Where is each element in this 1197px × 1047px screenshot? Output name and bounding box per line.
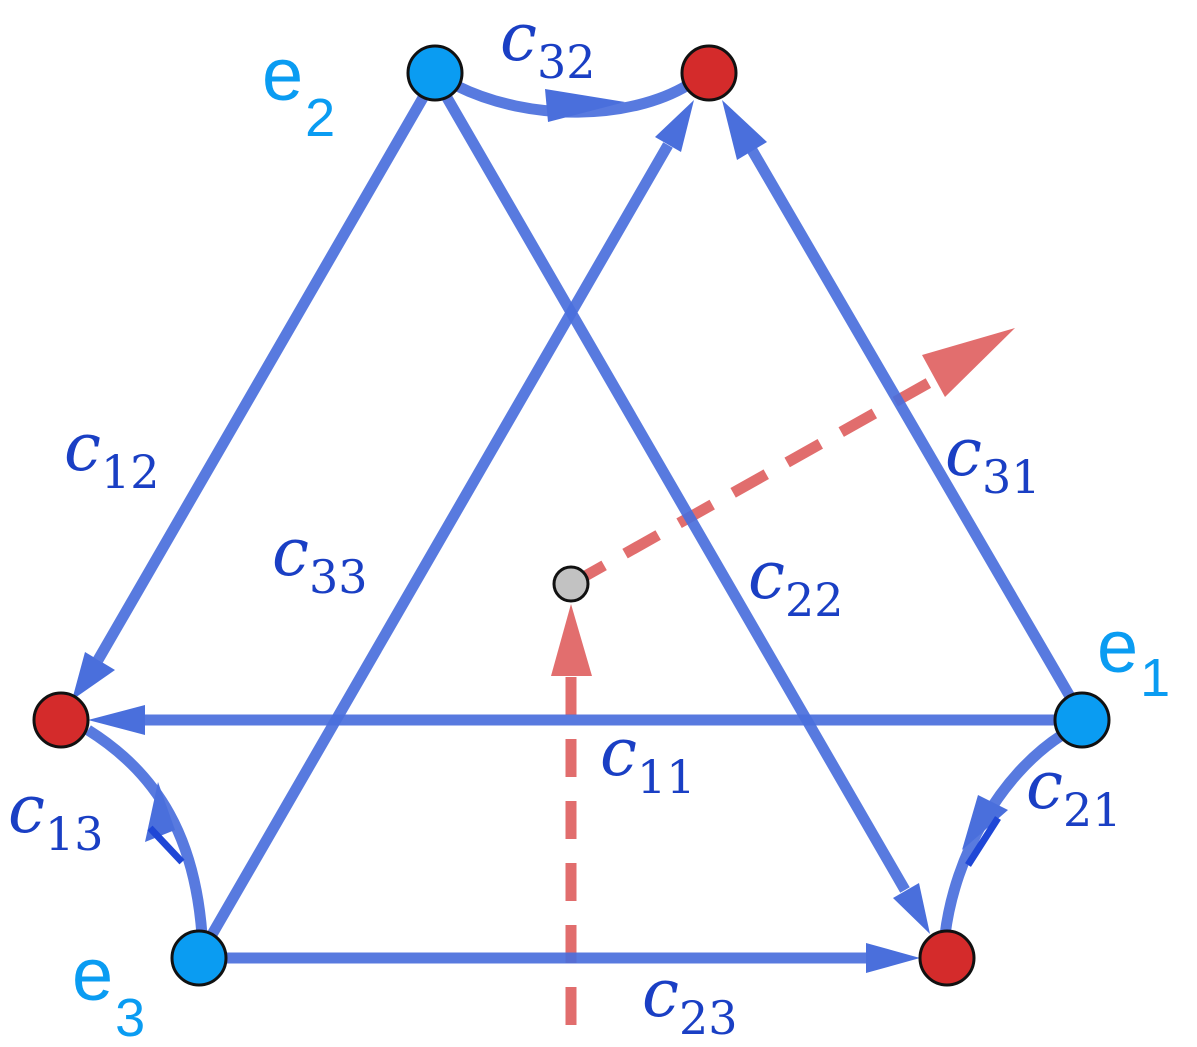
edge-label-c13: c13 [8, 771, 104, 861]
basis-label-e1: e1 [1097, 605, 1170, 708]
edge-label-c32: c32 [500, 0, 596, 89]
edge-label-c12: c12 [64, 409, 160, 499]
edge-c12-arrowhead [72, 652, 115, 700]
basis-node-e3 [170, 929, 228, 987]
nodes [32, 44, 1111, 987]
edge-c32-arrowhead [545, 89, 625, 122]
edge-label-c23: c23 [642, 955, 738, 1045]
target-node-top [680, 44, 738, 102]
edge-label-c33: c33 [272, 514, 368, 604]
basis-node-e2 [406, 44, 464, 102]
edge-c13-arrow-mark [147, 825, 185, 865]
edge-c23-arrowhead [866, 943, 920, 973]
edge-c22 [441, 93, 910, 893]
basis-labels: e1 e2 e3 [72, 33, 1170, 1047]
edge-c12 [93, 93, 429, 663]
dashed-axis-vertical-arrowhead [551, 604, 592, 676]
edge-c21-arrowhead [962, 795, 1008, 850]
edge-c22-arrowhead [893, 883, 930, 934]
edge-label-c21: c21 [1026, 747, 1122, 837]
dashed-axis-diagonal-arrowhead [922, 328, 1015, 397]
edge-c13 [85, 725, 208, 936]
edge-c11-arrowhead [88, 705, 145, 735]
edge-c21-arrow-mark [965, 816, 1001, 867]
edge-labels: c11 c12 c13 c21 c22 c23 c31 c32 c33 [8, 0, 1122, 1045]
basis-label-e3: e3 [72, 933, 145, 1047]
dashed-axes [551, 328, 1015, 1025]
dashed-axis-diagonal [568, 367, 951, 589]
edge-c33 [205, 142, 673, 941]
edge-label-c11: c11 [600, 714, 696, 804]
edge-c31-arrowhead [722, 100, 767, 160]
target-node-bottom-right [918, 929, 976, 987]
target-node-left [32, 691, 90, 749]
basis-node-e1 [1053, 691, 1111, 749]
edges [72, 80, 1077, 973]
basis-label-e2: e2 [262, 33, 335, 148]
edge-label-c22: c22 [748, 537, 844, 627]
edge-c31 [747, 147, 1077, 703]
center-node [552, 565, 590, 603]
edge-c33-arrowhead [655, 100, 694, 152]
edge-label-c31: c31 [945, 414, 1041, 504]
